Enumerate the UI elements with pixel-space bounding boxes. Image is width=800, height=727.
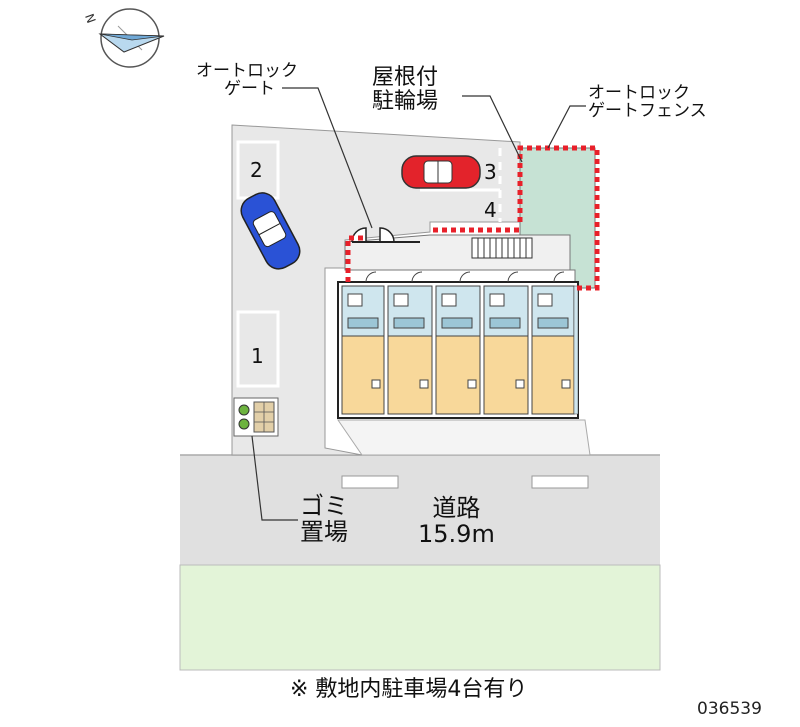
label-autolock-fence: オートロック ゲートフェンス [588, 83, 707, 122]
autolock-fence-gate [345, 235, 366, 282]
autolock-fence-right [517, 145, 600, 291]
parking-number-3: 3 [484, 160, 497, 184]
label-garbage: ゴミ 置場 [300, 492, 348, 546]
autolock-gate [351, 227, 420, 243]
entrance-corridor [344, 234, 571, 271]
label-road: 道路 15.9m [418, 494, 495, 548]
unit-3 [435, 285, 481, 415]
building-frontage [337, 419, 591, 456]
unit-1 [341, 285, 385, 415]
curb-cut-right [531, 475, 589, 489]
road [180, 455, 660, 565]
north-arrow-icon: N [82, 8, 165, 68]
parking-number-4: 4 [484, 198, 497, 222]
parking-number-2: 2 [250, 158, 263, 182]
apartment-building [337, 271, 579, 419]
label-autolock-gate: オートロック ゲート [196, 61, 298, 100]
parking-space-1 [236, 310, 280, 388]
compass-label: N [82, 12, 98, 25]
leader-fence [547, 105, 586, 149]
garbage-area [233, 397, 279, 437]
stairs [471, 237, 533, 259]
leader-bicycle [462, 95, 523, 163]
parking-number-1: 1 [251, 344, 264, 368]
property-code: 036539 [697, 699, 762, 719]
leader-garbage [251, 435, 298, 521]
unit-5 [531, 285, 575, 415]
label-bicycle-parking: 屋根付 駐輪場 [372, 65, 439, 114]
unit-4 [483, 285, 529, 415]
sidewalk [179, 564, 661, 671]
curb-cut-left [341, 475, 399, 489]
red-car [401, 155, 481, 189]
footer-note: ※ 敷地内駐車場4台有り [290, 677, 528, 702]
blue-car [240, 192, 301, 270]
unit-2 [387, 285, 433, 415]
leader-gate [282, 87, 373, 229]
